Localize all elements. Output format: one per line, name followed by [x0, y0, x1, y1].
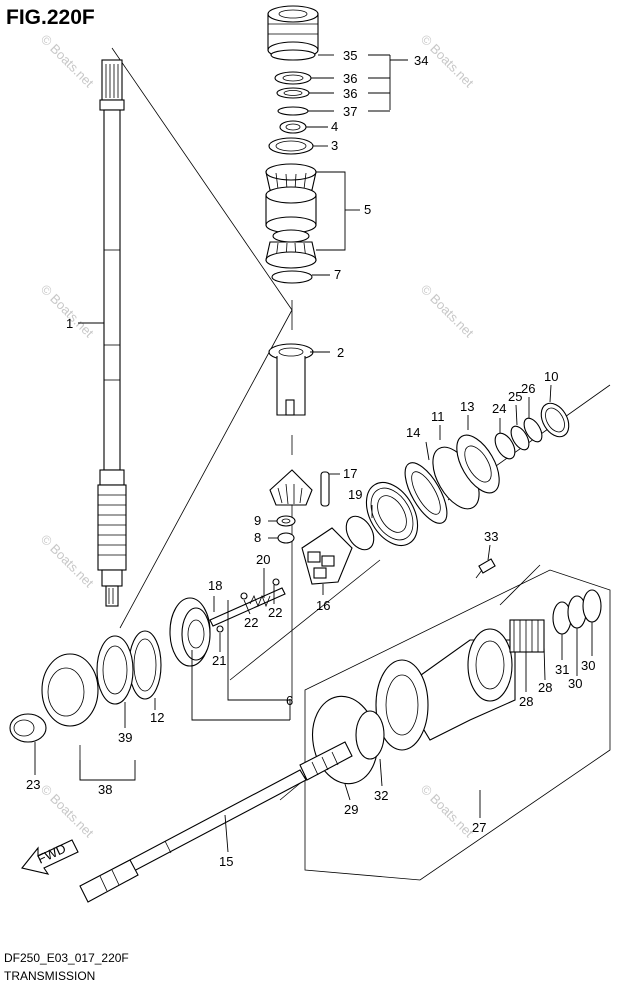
pin	[320, 471, 330, 507]
callout-1: 1	[66, 316, 73, 331]
callout-19: 19	[348, 487, 362, 502]
bearing-housing	[41, 653, 99, 727]
callout-30a: 30	[581, 658, 595, 673]
watermark: © Boats.net	[418, 282, 477, 341]
watermark: © Boats.net	[418, 782, 477, 841]
washer	[276, 515, 296, 527]
callout-29: 29	[344, 802, 358, 817]
callout-26: 26	[521, 381, 535, 396]
watermark: © Boats.net	[38, 782, 97, 841]
diagram-code: DF250_E03_017_220F	[4, 951, 129, 965]
bearing	[456, 434, 500, 494]
push-rod	[209, 578, 286, 633]
callout-34: 34	[414, 53, 428, 68]
callout-31: 31	[555, 662, 569, 677]
pinion-gear	[269, 469, 313, 506]
snap-ring	[271, 270, 313, 284]
o-ring	[540, 402, 570, 438]
thrust-bearing	[404, 462, 448, 524]
clutch	[301, 527, 353, 585]
callout-20: 20	[256, 552, 270, 567]
callout-9: 9	[254, 513, 261, 528]
propeller-shaft	[79, 741, 353, 903]
watermark: © Boats.net	[38, 532, 97, 591]
fwd-arrow-icon: FWD	[21, 839, 79, 875]
callout-33: 33	[484, 529, 498, 544]
bevel-gear	[365, 482, 419, 546]
callout-2: 2	[337, 345, 344, 360]
callout-17: 17	[343, 466, 357, 481]
watermark: © Boats.net	[38, 282, 97, 341]
bearing-housing	[267, 5, 319, 61]
callout-18: 18	[208, 578, 222, 593]
propeller-shaft-housing	[304, 569, 611, 881]
sleeve	[268, 343, 314, 416]
callout-22b: 22	[268, 605, 282, 620]
bolt	[475, 558, 496, 579]
callout-5: 5	[364, 202, 371, 217]
tapered-bearing-assembly	[265, 163, 317, 269]
callout-12: 12	[150, 710, 164, 725]
callout-13: 13	[460, 399, 474, 414]
retaining-ring	[345, 515, 375, 551]
oil-seal	[9, 713, 47, 743]
callout-15: 15	[219, 854, 233, 869]
drive-shaft	[97, 59, 127, 607]
oil-seal	[582, 589, 602, 623]
shim	[510, 425, 530, 451]
shim	[523, 417, 543, 443]
reverse-gear	[169, 597, 211, 667]
callout-24: 24	[492, 401, 506, 416]
shims-and-rings	[274, 71, 312, 134]
bearing	[355, 710, 385, 760]
callout-28b: 28	[538, 680, 552, 695]
callout-36b: 36	[343, 86, 357, 101]
callout-28a: 28	[519, 694, 533, 709]
bearing	[96, 635, 134, 705]
callout-7: 7	[334, 267, 341, 282]
callout-25: 25	[508, 389, 522, 404]
callout-16: 16	[316, 598, 330, 613]
callout-11: 11	[431, 409, 445, 424]
callout-36a: 36	[343, 71, 357, 86]
callout-14: 14	[406, 425, 420, 440]
callout-38: 38	[98, 782, 112, 797]
figure-title: FIG.220F	[6, 6, 95, 29]
shim	[494, 432, 516, 460]
callout-32: 32	[374, 788, 388, 803]
needle-bearing	[509, 619, 545, 653]
callout-10: 10	[544, 369, 558, 384]
bracket-lines	[79, 600, 291, 781]
callout-numbers: 1 2 3 4 5 6 7 8 9 10 11 12 13 14 15 16 1…	[26, 48, 595, 869]
callout-37: 37	[343, 104, 357, 119]
callout-23: 23	[26, 777, 40, 792]
callout-27: 27	[472, 820, 486, 835]
callout-8: 8	[254, 530, 261, 545]
callout-3: 3	[331, 138, 338, 153]
callout-6: 6	[286, 693, 293, 708]
diagram-caption: TRANSMISSION	[4, 969, 95, 983]
nut	[277, 532, 295, 544]
callout-39: 39	[118, 730, 132, 745]
callout-35: 35	[343, 48, 357, 63]
callout-22a: 22	[244, 615, 258, 630]
watermark: © Boats.net	[38, 32, 97, 91]
callout-4: 4	[331, 119, 338, 134]
leader-lines	[34, 54, 593, 853]
callout-30b: 30	[568, 676, 582, 691]
callout-21: 21	[212, 653, 226, 668]
